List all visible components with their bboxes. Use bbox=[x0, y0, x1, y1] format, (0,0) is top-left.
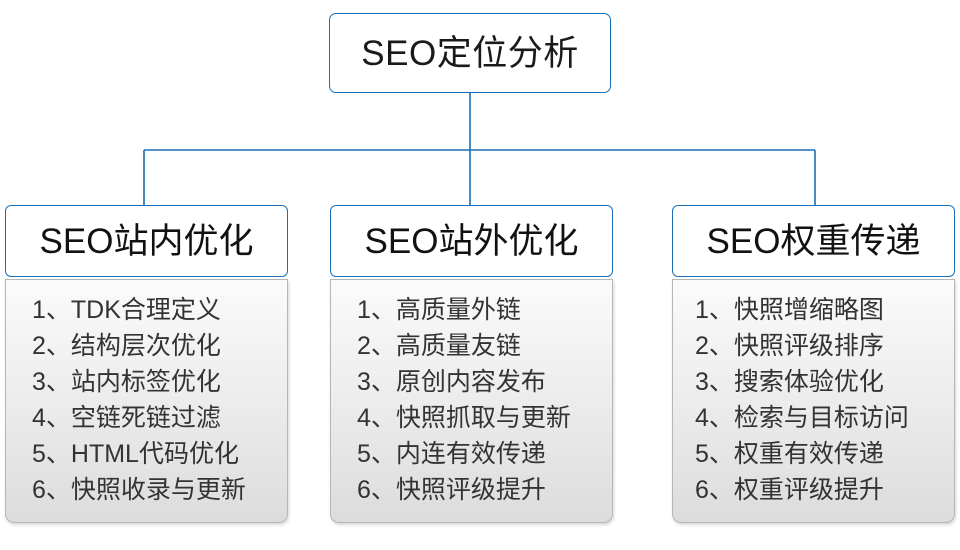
branch-list-2: 1、高质量外链 2、高质量友链 3、原创内容发布 4、快照抓取与更新 5、内连有… bbox=[330, 279, 613, 523]
branch-header-title-3: SEO权重传递 bbox=[706, 221, 921, 261]
list-item: 4、空链死链过滤 bbox=[32, 404, 221, 432]
branch-list-1: 1、TDK合理定义 2、结构层次优化 3、站内标签优化 4、空链死链过滤 5、H… bbox=[5, 279, 288, 523]
list-item: 5、权重有效传递 bbox=[695, 440, 884, 468]
list-item: 5、内连有效传递 bbox=[357, 440, 546, 468]
list-item: 2、快照评级排序 bbox=[695, 332, 884, 360]
list-item: 2、结构层次优化 bbox=[32, 332, 221, 360]
list-item: 3、原创内容发布 bbox=[357, 368, 546, 396]
branch-header-3[interactable]: SEO权重传递 bbox=[672, 205, 955, 277]
root-node-title: SEO定位分析 bbox=[361, 33, 579, 73]
list-item: 1、快照增缩略图 bbox=[695, 296, 884, 324]
root-node[interactable]: SEO定位分析 bbox=[329, 13, 611, 93]
list-item: 6、快照评级提升 bbox=[357, 476, 546, 504]
branch-header-title-2: SEO站外优化 bbox=[364, 221, 579, 261]
list-item: 3、搜索体验优化 bbox=[695, 368, 884, 396]
branch-header-1[interactable]: SEO站内优化 bbox=[5, 205, 288, 277]
list-item: 3、站内标签优化 bbox=[32, 368, 221, 396]
branch-header-title-1: SEO站内优化 bbox=[39, 221, 254, 261]
list-item: 4、检索与目标访问 bbox=[695, 404, 909, 432]
list-item: 4、快照抓取与更新 bbox=[357, 404, 571, 432]
list-item: 6、快照收录与更新 bbox=[32, 476, 246, 504]
branch-list-3: 1、快照增缩略图 2、快照评级排序 3、搜索体验优化 4、检索与目标访问 5、权… bbox=[672, 279, 955, 523]
branch-column-2: SEO站外优化 1、高质量外链 2、高质量友链 3、原创内容发布 4、快照抓取与… bbox=[330, 205, 613, 523]
branch-column-3: SEO权重传递 1、快照增缩略图 2、快照评级排序 3、搜索体验优化 4、检索与… bbox=[672, 205, 955, 523]
branch-column-1: SEO站内优化 1、TDK合理定义 2、结构层次优化 3、站内标签优化 4、空链… bbox=[5, 205, 288, 523]
list-item: 6、权重评级提升 bbox=[695, 476, 884, 504]
list-item: 1、高质量外链 bbox=[357, 296, 521, 324]
list-item: 5、HTML代码优化 bbox=[32, 440, 239, 468]
list-item: 1、TDK合理定义 bbox=[32, 296, 221, 324]
list-item: 2、高质量友链 bbox=[357, 332, 521, 360]
branch-header-2[interactable]: SEO站外优化 bbox=[330, 205, 613, 277]
